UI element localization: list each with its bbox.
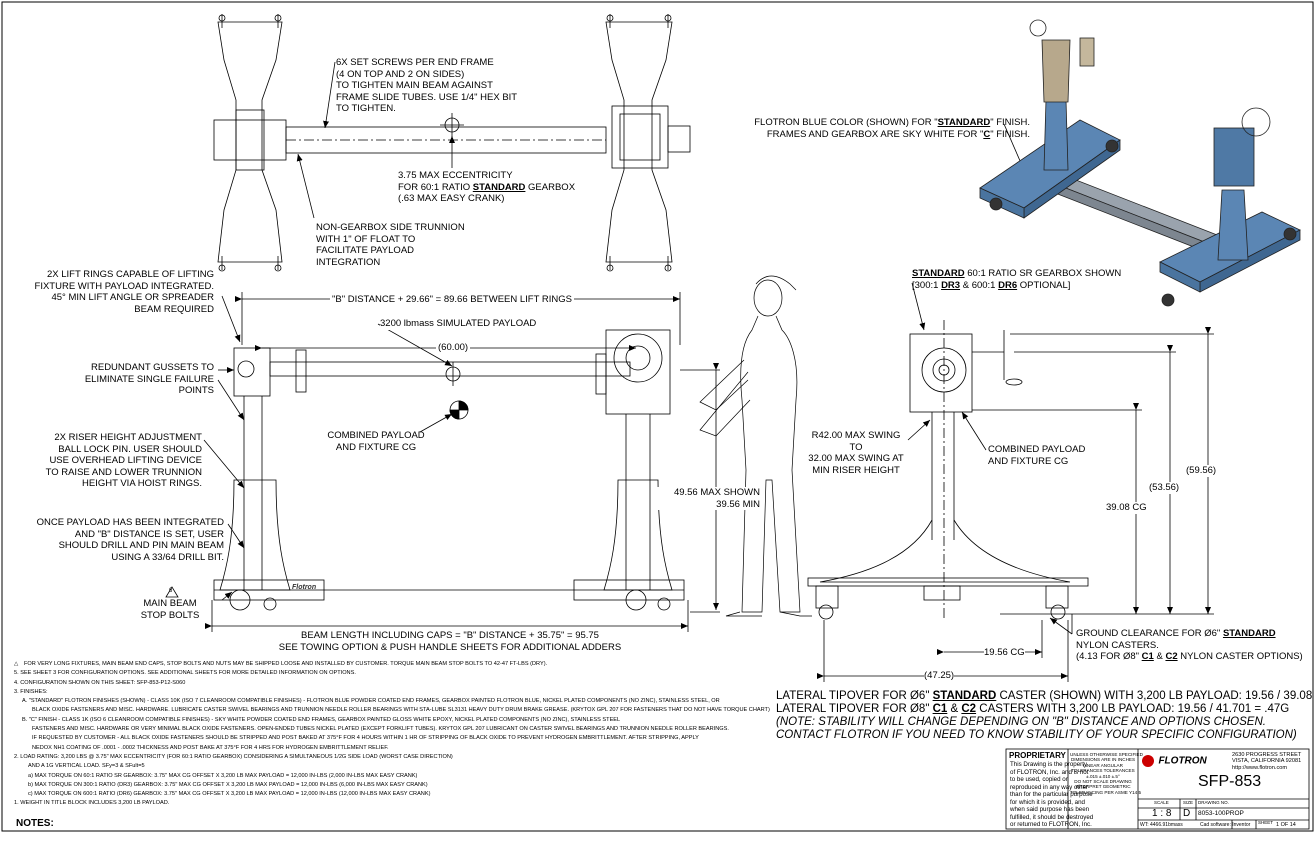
- beam-length-note: BEAM LENGTH INCLUDING CAPS = "B" DISTANC…: [278, 630, 622, 653]
- max-shown-dim: 49.56 MAX SHOWN 39.56 MIN: [652, 487, 760, 510]
- drill-note: ONCE PAYLOAD HAS BEEN INTEGRATED AND "B"…: [36, 517, 224, 563]
- drawing-number: 8053-100PROP: [1198, 810, 1244, 817]
- trunnion-note: NON-GEARBOX SIDE TRUNNION WITH 1" OF FLO…: [316, 222, 465, 268]
- note-3a-1: A. "STANDARD" FLOTRON FINISHES (SHOWN) -…: [22, 698, 720, 705]
- sheet-label: SHEET: [1258, 820, 1274, 825]
- note-2: 2. LOAD RATING: 3,200 LBS @ 3.75" MAX EC…: [14, 753, 453, 760]
- note-3b-4: NEDOX NH1 COATING OF .0001 - .0002 THICK…: [32, 744, 389, 751]
- gussets-note: REDUNDANT GUSSETS TO ELIMINATE SINGLE FA…: [84, 362, 214, 396]
- dim-5356: (53.56): [1149, 482, 1180, 494]
- set-screws-line: FRAME SLIDE TUBES. USE 1/4" HEX BIT: [336, 91, 518, 103]
- size-label: SIZE: [1183, 800, 1194, 805]
- tolerance-block: UNLESS OTHERWISE SPECIFIED DIMENSIONS AR…: [1070, 752, 1143, 795]
- note-6-triangle: [165, 586, 179, 598]
- tipover-line-3: (NOTE: STABILITY WILL CHANGE DEPENDING O…: [776, 716, 1266, 728]
- cad-software: Cad software: Inventor: [1200, 822, 1251, 828]
- tipover-block: LATERAL TIPOVER FOR Ø6" STANDARD CASTER …: [776, 690, 1315, 742]
- note-3b-2: FASTENERS AND MISC. HARDWARE OR VERY MIN…: [32, 726, 729, 733]
- note-3: 3. FINISHES:: [14, 688, 48, 695]
- note-1: 1. WEIGHT IN TITLE BLOCK INCLUDES 3,200 …: [14, 800, 170, 807]
- front-cg-symbol: [449, 400, 469, 420]
- payload-label: 3200 lbmass SIMULATED PAYLOAD: [380, 318, 537, 330]
- front-combined-cg-note: COMBINED PAYLOAD AND FIXTURE CG: [327, 430, 425, 453]
- side-view-stand: [807, 330, 1089, 620]
- eccentricity-note: 3.75 MAX ECCENTRICITY FOR 60:1 RATIO STA…: [398, 170, 576, 204]
- iso-view-fixture: [979, 19, 1301, 307]
- note-2d: b) MAX TORQUE ON 300:1 RATIO (DR3) GEARB…: [28, 781, 428, 788]
- note-2c: a) MAX TORQUE ON 60:1 RATIO SR GEARBOX: …: [28, 772, 418, 779]
- drawing-no-label: DRAWING NO.: [1198, 800, 1229, 805]
- note-3a-2: BLACK OXIDE FASTENERS AND MISC. HARDWARE…: [32, 707, 770, 714]
- set-screws-line: TO TIGHTEN.: [336, 103, 396, 114]
- dim-1956-cg: 19.56 CG: [984, 647, 1025, 659]
- drawing-title: SFP-853: [1198, 773, 1262, 790]
- flotron-small-logo: Flotron: [292, 584, 317, 591]
- tipover-line-1: LATERAL TIPOVER FOR Ø6" STANDARD CASTER …: [776, 690, 1315, 702]
- dim-60: (60.00): [436, 342, 471, 354]
- front-left-stand: [213, 347, 325, 611]
- note-6-number: 6: [169, 588, 173, 594]
- dim-4725: (47.25): [924, 670, 955, 682]
- set-screws-line: TO TIGHTEN MAIN BEAM AGAINST: [336, 80, 493, 91]
- company-address: 2630 PROGRESS STREET VISTA, CALIFORNIA 9…: [1232, 752, 1302, 771]
- title-block-frame: [1005, 748, 1310, 830]
- note-6: △FOR VERY LONG FIXTURES, MAIN BEAM END C…: [14, 661, 548, 667]
- finish-color-note: FLOTRON BLUE COLOR (SHOWN) FOR "STANDARD…: [754, 117, 1030, 140]
- riser-note: 2X RISER HEIGHT ADJUSTMENT BALL LOCK PIN…: [45, 432, 202, 489]
- lift-rings-note: 2X LIFT RINGS CAPABLE OF LIFTING FIXTURE…: [34, 269, 214, 315]
- tipover-line-4: CONTACT FLOTRON IF YOU NEED TO KNOW STAB…: [776, 729, 1297, 741]
- dim-3908-cg: 39.08 CG: [1106, 502, 1147, 514]
- dim-5956: (59.56): [1186, 465, 1217, 477]
- top-view-right-frame: [605, 14, 691, 272]
- human-scale-figure: [699, 275, 812, 617]
- top-view-left-frame: [213, 14, 287, 272]
- note-5: 5. SEE SHEET 3 FOR CONFIGURATION OPTIONS…: [14, 670, 356, 677]
- scale-label: SCALE: [1154, 800, 1169, 805]
- note-2e: c) MAX TORQUE ON 600:1 RATIO (DR6) GEARB…: [28, 791, 431, 798]
- side-combined-cg-note: COMBINED PAYLOAD AND FIXTURE CG: [988, 444, 1086, 467]
- stop-bolts-note: MAIN BEAM STOP BOLTS: [140, 598, 200, 621]
- b-distance-dim: "B" DISTANCE + 29.66" = 89.66 BETWEEN LI…: [330, 294, 574, 306]
- sheet-value: 1 OF 14: [1276, 822, 1296, 828]
- set-screws-line: (4 ON TOP AND 2 ON SIDES): [336, 68, 465, 80]
- notes-heading: NOTES:: [16, 818, 54, 829]
- set-screws-line: 6X SET SCREWS PER END FRAME: [336, 57, 494, 68]
- scale-value: 1 : 8: [1152, 808, 1172, 819]
- ground-clearance-note: GROUND CLEARANCE FOR Ø6" STANDARD NYLON …: [1076, 628, 1303, 662]
- note-3b-1: B. "C" FINISH - CLASS 1K (ISO 6 CLEANROO…: [22, 716, 621, 723]
- front-main-beam: [269, 361, 631, 377]
- front-right-stand: [573, 329, 685, 611]
- weight-value: WT: 4466.91bmass: [1140, 822, 1183, 828]
- proprietary-heading: PROPRIETARY: [1009, 751, 1066, 760]
- tipover-line-2: LATERAL TIPOVER FOR Ø8" C1 & C2 CASTERS …: [776, 703, 1290, 715]
- note-3b-3: IF REQUESTED BY CUSTOMER - ALL BLACK OXI…: [32, 735, 699, 742]
- note-4: 4. CONFIGURATION SHOWN ON THIS SHEET: SF…: [14, 679, 186, 686]
- flotron-logo: FLOTRON: [1142, 752, 1207, 770]
- notes-block: △FOR VERY LONG FIXTURES, MAIN BEAM END C…: [14, 660, 770, 809]
- set-screws-note: 6X SET SCREWS PER END FRAME (4 ON TOP AN…: [336, 57, 517, 115]
- size-value: D: [1183, 808, 1191, 819]
- gearbox-note: STANDARD 60:1 RATIO SR GEARBOX SHOWN [30…: [912, 268, 1122, 291]
- proprietary-text: This Drawing is the property of FLOTRON,…: [1010, 761, 1094, 828]
- swing-note: R42.00 MAX SWING TO 32.00 MAX SWING AT M…: [808, 430, 904, 476]
- note-2b: AND A 1G VERTICAL LOAD. SFy=3 & SFult=5: [28, 763, 145, 770]
